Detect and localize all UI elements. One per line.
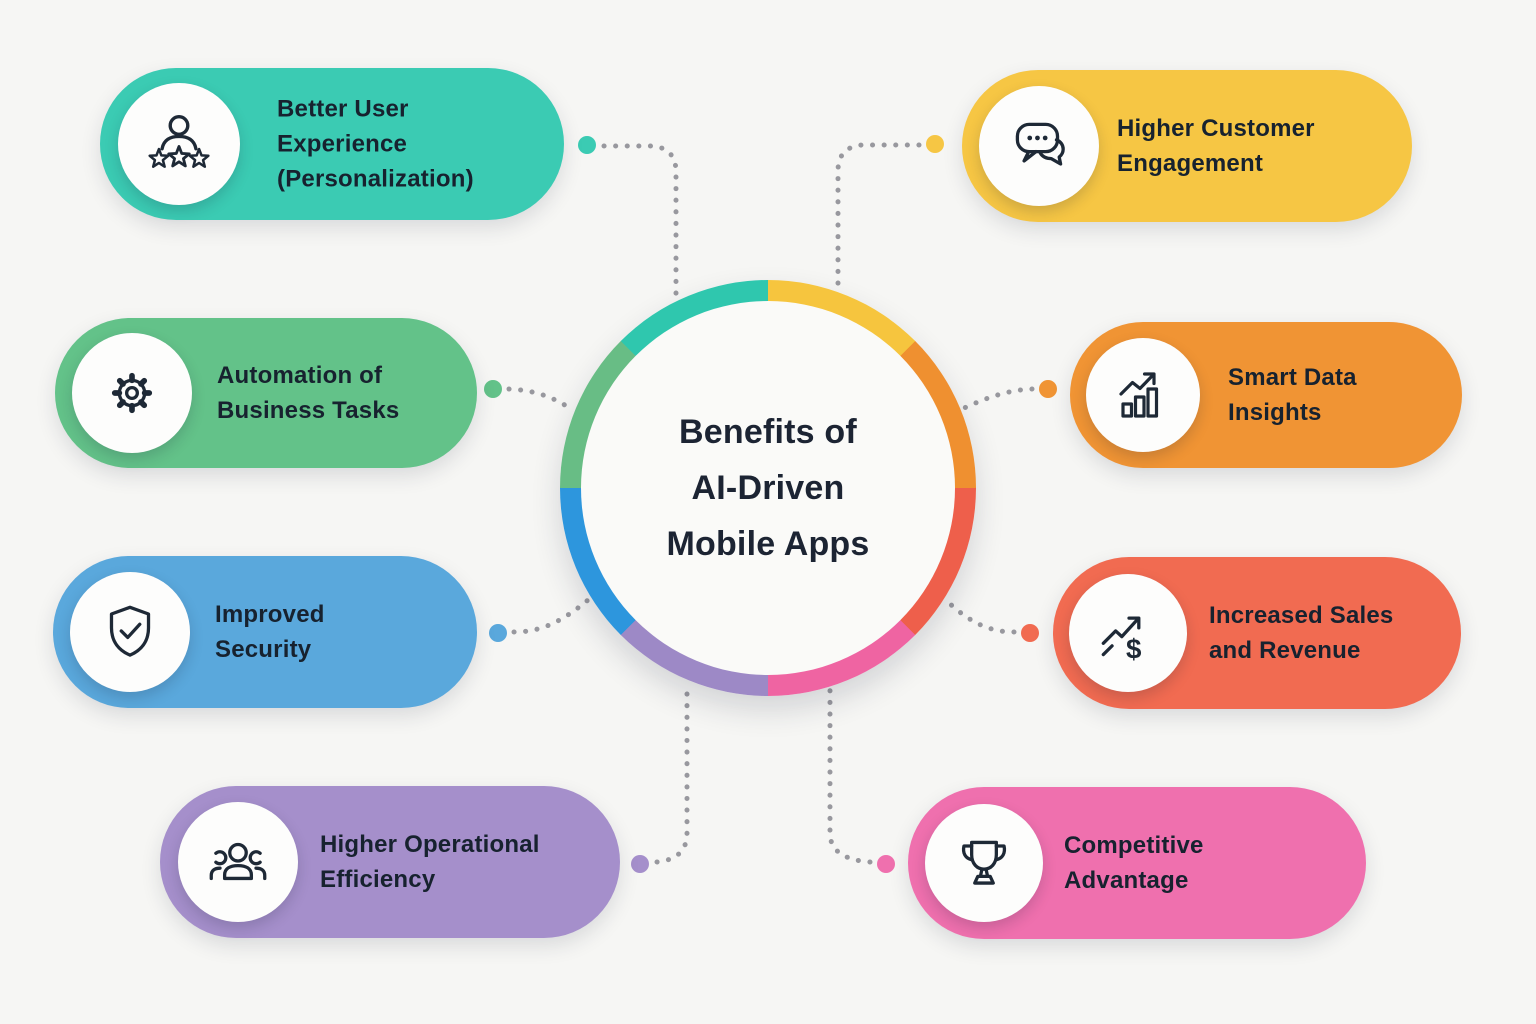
pill-label-automation-of-business-tasks: Automation of Business Tasks — [217, 358, 399, 428]
shield-check-icon — [109, 605, 151, 657]
label-line: (Personalization) — [277, 165, 474, 193]
team-icon — [209, 842, 267, 881]
pill-label-higher-customer-engagement: Higher Customer Engagement — [1117, 111, 1315, 181]
connector-automation-of-business-tasks — [506, 386, 574, 412]
bar-chart-growth-icon — [1119, 372, 1159, 418]
center-inner-circle: Benefits of AI-Driven Mobile Apps — [581, 301, 955, 675]
label-line: Better User — [277, 95, 409, 123]
connector-smart-data-insights — [959, 386, 1035, 412]
label-line: Higher Customer — [1117, 115, 1315, 142]
label-line: Insights — [1228, 399, 1322, 426]
label-line: Increased Sales — [1209, 602, 1394, 629]
user-rating-icon-circle — [118, 83, 240, 205]
pill-label-improved-security: Improved Security — [215, 597, 325, 667]
connector-increased-sales-and-revenue — [944, 598, 1017, 635]
connector-dot-competitive-advantage — [877, 855, 895, 873]
title-line: Mobile Apps — [666, 525, 870, 563]
label-line: and Revenue — [1209, 637, 1361, 664]
connector-higher-customer-engagement — [835, 142, 922, 294]
label-line: Engagement — [1117, 150, 1264, 177]
connector-dot-automation-of-business-tasks — [484, 380, 502, 398]
chat-bubbles-icon — [1015, 122, 1065, 166]
label-line: Higher Operational — [320, 831, 540, 858]
gear-icon-circle — [72, 333, 192, 453]
connector-better-user-experience — [601, 143, 679, 298]
center-title: Benefits of AI-Driven Mobile Apps — [666, 404, 869, 572]
connector-dot-increased-sales-and-revenue — [1021, 624, 1039, 642]
benefit-pill-higher-customer-engagement: Higher Customer Engagement — [962, 70, 1412, 222]
chat-bubbles-icon-circle — [979, 86, 1099, 206]
pill-label-better-user-experience: Better User Experience (Personalization) — [277, 92, 474, 197]
center-circle: Benefits of AI-Driven Mobile Apps — [560, 280, 976, 696]
revenue-growth-icon-circle: $ — [1069, 574, 1187, 692]
pill-label-competitive-advantage: Competitive Advantage — [1064, 828, 1204, 898]
connector-dot-improved-security — [489, 624, 507, 642]
label-line: Automation of — [217, 362, 383, 389]
label-line: Advantage — [1064, 867, 1189, 894]
connector-dot-smart-data-insights — [1039, 380, 1057, 398]
connector-improved-security — [511, 597, 591, 635]
benefit-pill-automation-of-business-tasks: Automation of Business Tasks — [55, 318, 477, 468]
connector-dot-higher-customer-engagement — [926, 135, 944, 153]
pill-label-increased-sales-and-revenue: Increased Sales and Revenue — [1209, 598, 1393, 668]
bar-chart-growth-icon-circle — [1086, 338, 1200, 452]
trophy-icon — [961, 840, 1007, 885]
label-line: Smart Data — [1228, 364, 1357, 391]
connector-higher-operational-efficiency — [654, 686, 690, 865]
label-line: Competitive — [1064, 832, 1204, 859]
connector-competitive-advantage — [827, 686, 873, 865]
revenue-growth-icon: $ — [1101, 616, 1142, 665]
pill-label-higher-operational-efficiency: Higher Operational Efficiency — [320, 827, 540, 897]
svg-text:$: $ — [1126, 634, 1142, 665]
label-line: Improved — [215, 601, 325, 628]
benefit-pill-higher-operational-efficiency: Higher Operational Efficiency — [160, 786, 620, 938]
benefit-pill-improved-security: Improved Security — [53, 556, 477, 708]
pill-label-smart-data-insights: Smart Data Insights — [1228, 360, 1357, 430]
label-line: Business Tasks — [217, 397, 400, 424]
gear-icon — [111, 372, 153, 414]
user-rating-icon — [148, 115, 210, 168]
label-line: Efficiency — [320, 866, 436, 893]
shield-check-icon-circle — [70, 572, 190, 692]
title-line: AI-Driven — [691, 469, 845, 507]
team-icon-circle — [178, 802, 298, 922]
benefit-pill-competitive-advantage: Competitive Advantage — [908, 787, 1366, 939]
label-line: Experience — [277, 130, 408, 158]
benefit-pill-better-user-experience: Better User Experience (Personalization) — [100, 68, 564, 220]
trophy-icon-circle — [925, 804, 1043, 922]
benefit-pill-increased-sales-and-revenue: $ Increased Sales and Revenue — [1053, 557, 1461, 709]
connector-dot-better-user-experience — [578, 136, 596, 154]
benefit-pill-smart-data-insights: Smart Data Insights — [1070, 322, 1462, 468]
connector-dot-higher-operational-efficiency — [631, 855, 649, 873]
label-line: Security — [215, 636, 312, 663]
title-line: Benefits of — [679, 413, 857, 451]
